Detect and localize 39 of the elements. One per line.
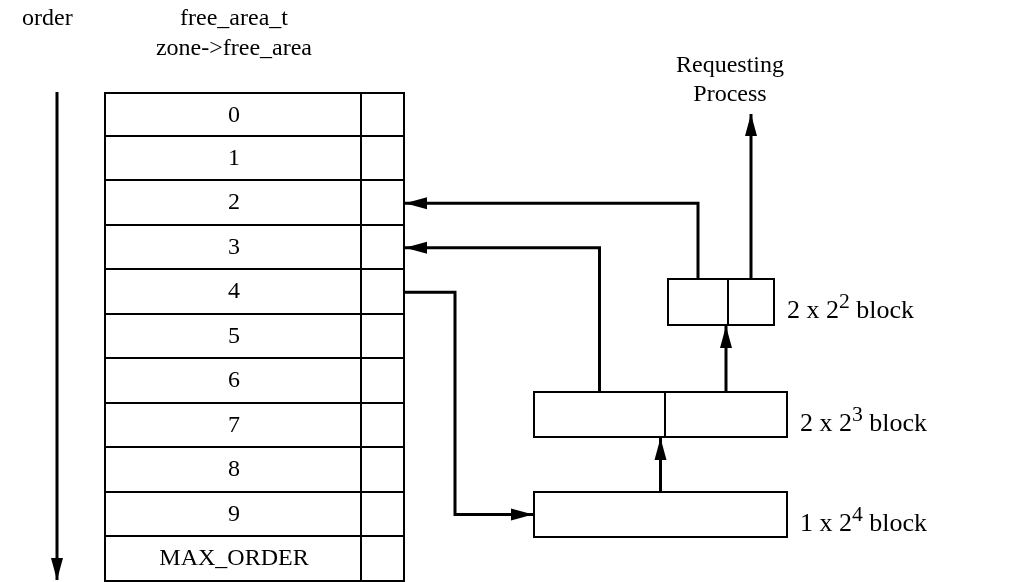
arrow [405, 197, 700, 278]
arrow [745, 114, 757, 278]
arrow [654, 438, 667, 491]
table-row [104, 403, 405, 448]
row-label: 2 [227, 187, 241, 215]
block-half [667, 278, 729, 326]
table-row [104, 537, 405, 582]
row-label: 7 [227, 409, 241, 438]
row-label: 4 [227, 276, 241, 304]
arrow [405, 241, 601, 391]
block-size-label: 1 x 2$^{4}$ block [800, 501, 928, 539]
arrow [720, 326, 732, 391]
variable-name: zone->free_area [154, 34, 314, 61]
row-label: 9 [227, 498, 241, 527]
table-row [104, 92, 405, 137]
row-label: 8 [227, 454, 241, 482]
block-half [727, 278, 775, 326]
axis-label: order [22, 4, 73, 31]
type-name: free_area_t [179, 4, 289, 31]
row-label: MAX_ORDER [158, 543, 310, 571]
row-label: 5 [227, 320, 241, 349]
row-label: 3 [227, 231, 241, 260]
table-row [104, 359, 405, 404]
table-row [104, 136, 405, 181]
table-row [104, 314, 405, 359]
row-label: 0 [227, 100, 241, 128]
row-label: 6 [227, 365, 241, 393]
table-row [104, 492, 405, 537]
block-size-label: 2 x 2$^{3}$ block [800, 401, 928, 439]
table-row [104, 225, 405, 270]
process-label: Requesting Process [662, 50, 798, 114]
row-label: 1 [227, 142, 241, 171]
arrow [405, 290, 533, 521]
table-row [104, 181, 405, 226]
table-row [104, 270, 405, 315]
block-size-label: 2 x 2$^{2}$ block [787, 288, 915, 326]
table-row [104, 448, 405, 493]
block-half [533, 391, 666, 438]
block-half [664, 391, 788, 438]
